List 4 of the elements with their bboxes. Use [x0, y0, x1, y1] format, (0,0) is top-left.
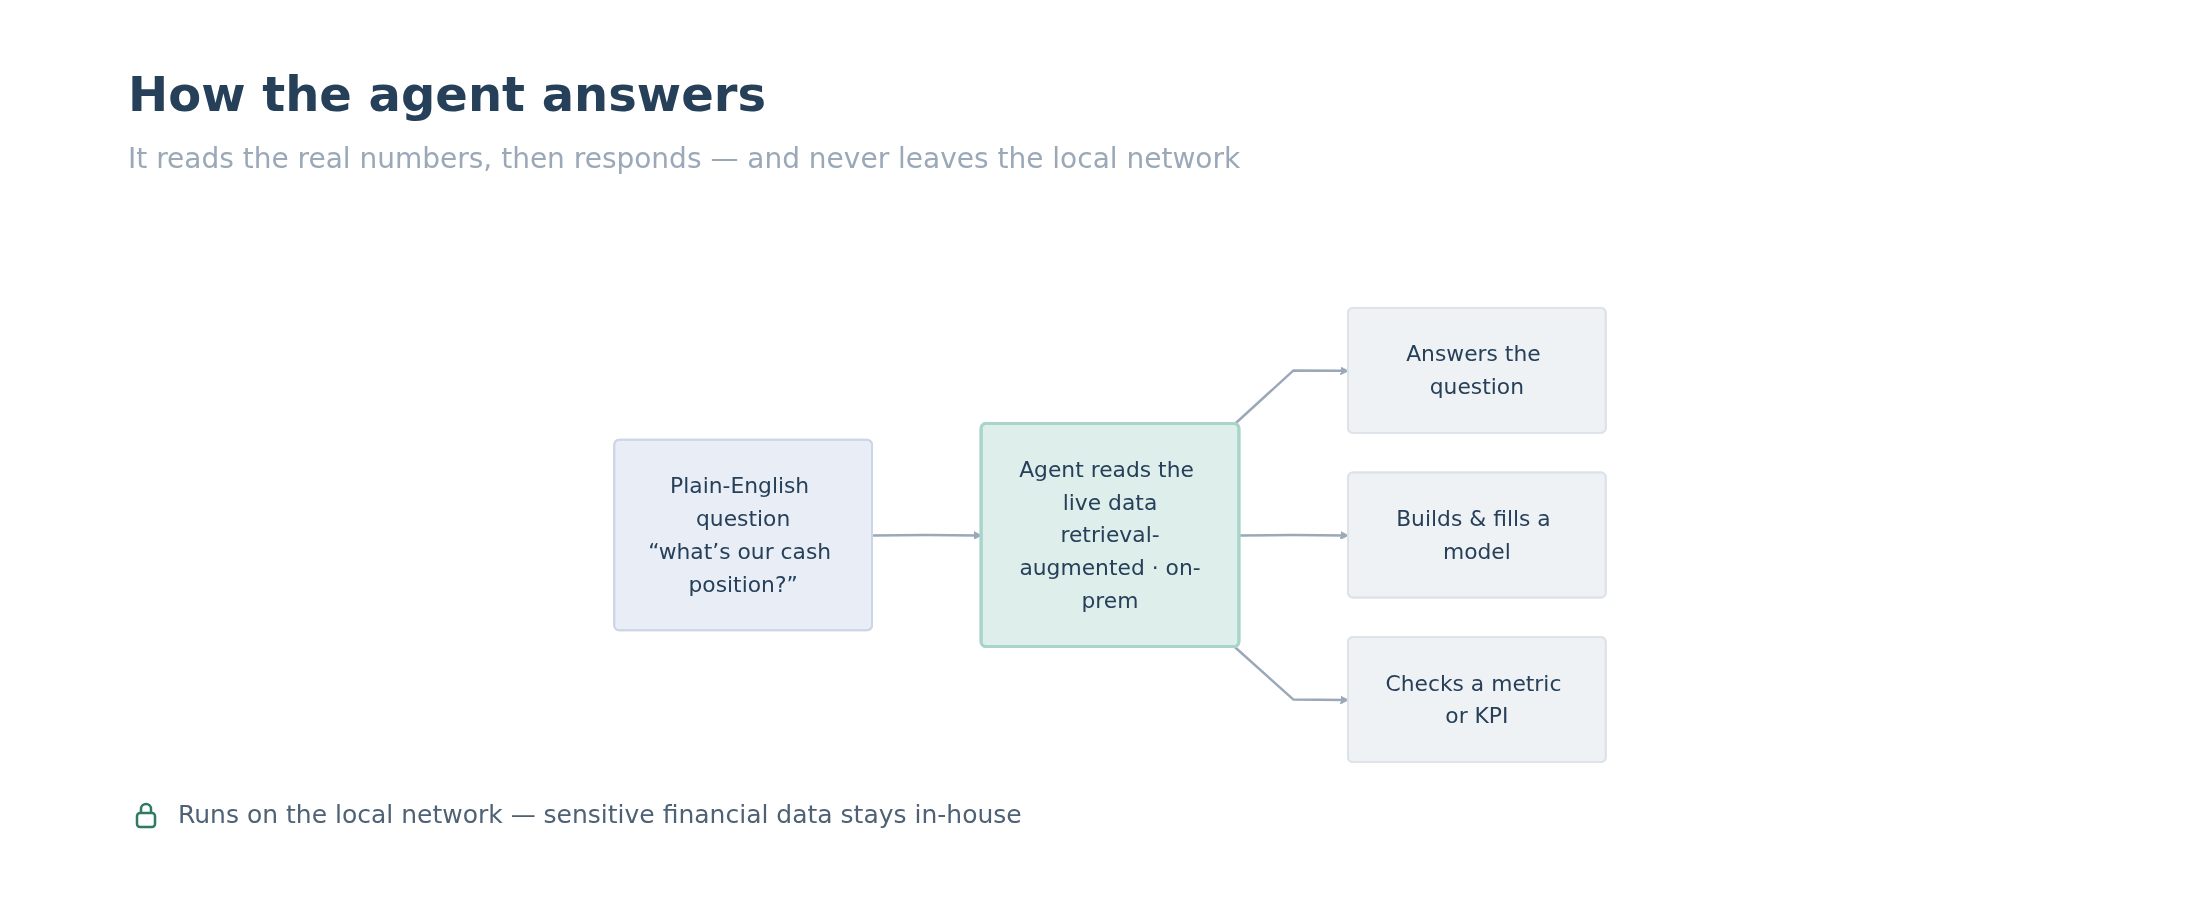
diagram-title: How the agent answers: [128, 66, 766, 122]
footer-note: Runs on the local network — sensitive financial data stays in-house: [178, 800, 1022, 829]
subtitle: It reads the real numbers, then responds — and never leaves the local network: [128, 142, 1241, 175]
arrow: [872, 531, 982, 540]
